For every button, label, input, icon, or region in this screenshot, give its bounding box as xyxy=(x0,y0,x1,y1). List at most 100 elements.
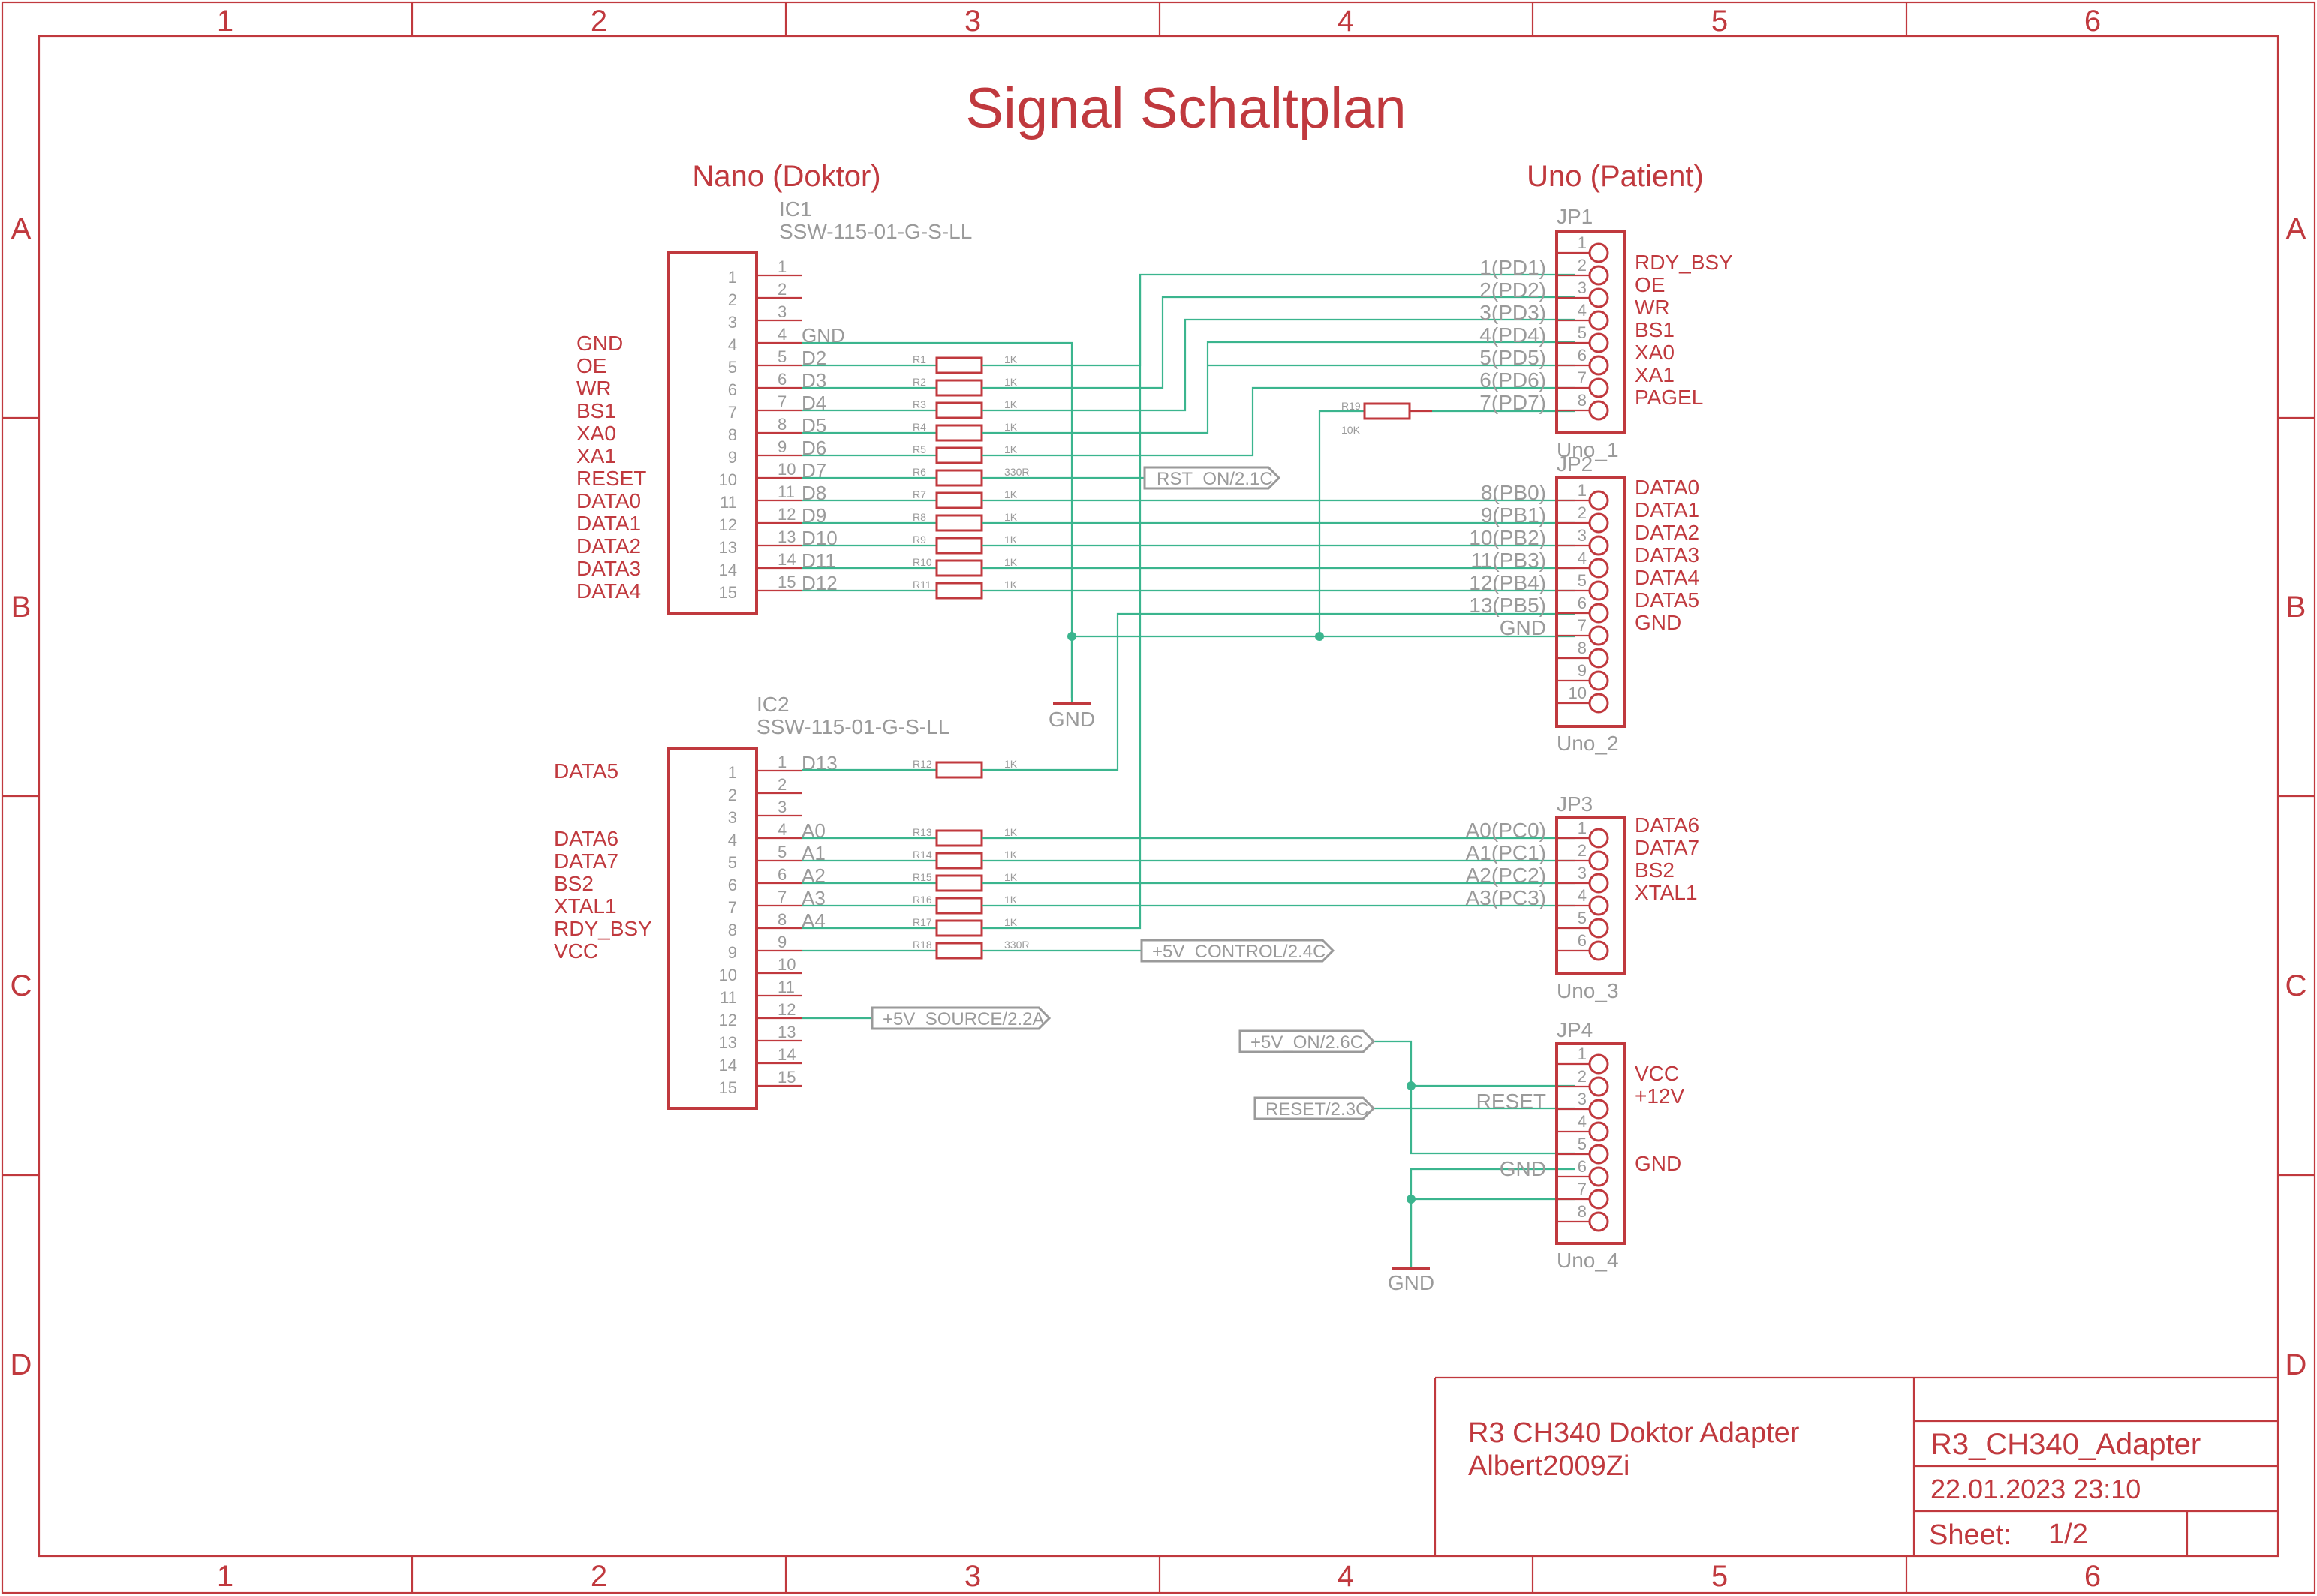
connector-pin-number: 6 xyxy=(1578,1157,1587,1176)
connector-pin-socket xyxy=(1588,1211,1609,1232)
connector-pin-number: 10 xyxy=(1569,684,1587,702)
ic-pin-number-outer: 12 xyxy=(778,1000,796,1019)
net-label-5v-control: +5V_CONTROL/2.4C xyxy=(1140,939,1335,963)
net-label-rst-on: RST_ON/2.1C xyxy=(1143,466,1281,490)
jp1-pins: 121(PD1)RDY_BSY32(PD2)OE43(PD3)WR54(PD4)… xyxy=(1479,233,1733,421)
resistor-reference: R15 xyxy=(913,871,932,883)
connector-pin-number: 1 xyxy=(1578,233,1587,252)
net-label-text: RST_ON/2.1C xyxy=(1157,469,1273,489)
resistor-reference: R2 xyxy=(913,376,926,388)
ic-pin-number-outer: 5 xyxy=(778,843,787,861)
ic-pin-number-outer: 14 xyxy=(778,1045,796,1064)
frame-column-labels-top: 1 2 3 4 5 6 xyxy=(217,5,2101,38)
frame-row-label: B xyxy=(11,591,32,624)
ic-pin-number-inner: 10 xyxy=(719,966,737,984)
resistor-body xyxy=(935,942,983,960)
connector-net-name: GND xyxy=(1500,616,1546,639)
jp3-reference: JP3 xyxy=(1557,792,1593,816)
resistor-value: 1K xyxy=(1004,758,1018,770)
resistor-value: 1K xyxy=(1004,871,1018,883)
connector-net-name: 5(PD5) xyxy=(1479,346,1546,369)
connector-pin-socket xyxy=(1588,850,1609,871)
resistor-reference: R10 xyxy=(913,556,932,568)
resistor-body xyxy=(935,379,983,397)
title-block-sheet-label: Sheet: xyxy=(1929,1519,2012,1551)
ic-pin-number-inner: 11 xyxy=(720,493,737,512)
connector-pin-number: 4 xyxy=(1578,886,1587,905)
ic-pin-number-outer: 12 xyxy=(778,505,796,524)
frame-row-labels-right: A B C D xyxy=(2285,212,2307,1381)
ic-pin-number-outer: 6 xyxy=(778,865,787,884)
connector-net-name: 8(PB0) xyxy=(1481,481,1546,504)
connector-pin-number: 2 xyxy=(1578,1067,1587,1086)
connector-signal-label: GND xyxy=(1635,611,1681,634)
connector-pin-socket xyxy=(1588,625,1609,646)
resistor-value: 10K xyxy=(1341,424,1361,436)
ic-signal-label: DATA3 xyxy=(576,557,641,580)
ic-pin-number-outer: 8 xyxy=(778,415,787,434)
connector-signal-label: DATA3 xyxy=(1635,543,1699,567)
ic-pin-number-inner: 8 xyxy=(728,921,737,939)
gnd-symbol-2: GND xyxy=(1388,1199,1434,1294)
resistor-value: 1K xyxy=(1004,511,1018,523)
frame-row-label: D xyxy=(2285,1348,2307,1381)
junction-dot xyxy=(1315,632,1324,641)
resistor-value: 1K xyxy=(1004,376,1018,388)
connector-pin-number: 1 xyxy=(1578,1044,1587,1063)
resistor-body xyxy=(935,852,983,870)
connector-signal-label: BS2 xyxy=(1635,858,1675,882)
ic-signal-label: XA1 xyxy=(576,444,616,467)
connector-pin-number: 5 xyxy=(1578,1135,1587,1153)
ic2-value: SSW-115-01-G-S-LL xyxy=(757,715,949,738)
sheet-title: Signal Schaltplan xyxy=(965,77,1406,140)
connector-pin-socket xyxy=(1588,355,1609,376)
title-block: R3 CH340 Doktor Adapter Albert2009Zi R3_… xyxy=(1434,1376,2278,1556)
resistor-body xyxy=(935,356,983,374)
frame-column-label: 2 xyxy=(591,5,607,38)
connector-pin-socket xyxy=(1588,918,1609,939)
connector-pin-number: 7 xyxy=(1578,616,1587,635)
connector-net-name: RESET xyxy=(1476,1090,1546,1113)
connector-signal-label: DATA7 xyxy=(1635,836,1699,859)
resistor-value: 330R xyxy=(1004,466,1029,478)
frame-column-label: 5 xyxy=(1711,5,1728,38)
title-block-description: R3 CH340 Doktor Adapter xyxy=(1468,1417,1800,1449)
connector-pin-socket xyxy=(1588,693,1609,714)
ic-signal-label: DATA6 xyxy=(554,827,618,850)
ic-pin-number-outer: 10 xyxy=(778,460,796,479)
ic-pin-number-outer: 7 xyxy=(778,888,787,906)
connector-signal-label: XA0 xyxy=(1635,341,1675,364)
ic-pin-number-inner: 15 xyxy=(719,1078,737,1097)
ic-signal-label: DATA2 xyxy=(576,534,641,558)
connector-pin-socket xyxy=(1588,535,1609,556)
connector-signal-label: VCC xyxy=(1635,1062,1679,1085)
connector-net-name: 7(PD7) xyxy=(1479,391,1546,414)
frame-column-label: 1 xyxy=(217,1560,233,1593)
resistor-value: 1K xyxy=(1004,443,1018,455)
section-title-nano: Nano (Doktor) xyxy=(692,160,880,193)
resistor-reference: R8 xyxy=(913,511,926,523)
connector-pin-socket xyxy=(1588,828,1609,849)
jp1-name: Uno_1 xyxy=(1557,438,1619,461)
ic-signal-label: BS1 xyxy=(576,399,616,422)
connector-pin-number: 5 xyxy=(1578,909,1587,927)
connector-pin-socket xyxy=(1588,1144,1609,1165)
frame-column-label: 6 xyxy=(2084,5,2101,38)
connector-pin-number: 5 xyxy=(1578,323,1587,342)
resistor-value: 1K xyxy=(1004,534,1018,546)
connector-pin-socket xyxy=(1588,940,1609,961)
connector-net-name: 10(PB2) xyxy=(1469,526,1546,549)
resistor-body xyxy=(935,514,983,532)
resistor-body xyxy=(935,537,983,555)
ic-signal-label: XTAL1 xyxy=(554,894,617,918)
jp4-reference: JP4 xyxy=(1557,1018,1593,1041)
net-label-text: RESET/2.3C xyxy=(1265,1099,1368,1120)
ic-signal-label: DATA7 xyxy=(554,849,618,873)
ic-pin-number-inner: 13 xyxy=(719,1033,737,1052)
connector-pin-socket xyxy=(1588,1121,1609,1142)
